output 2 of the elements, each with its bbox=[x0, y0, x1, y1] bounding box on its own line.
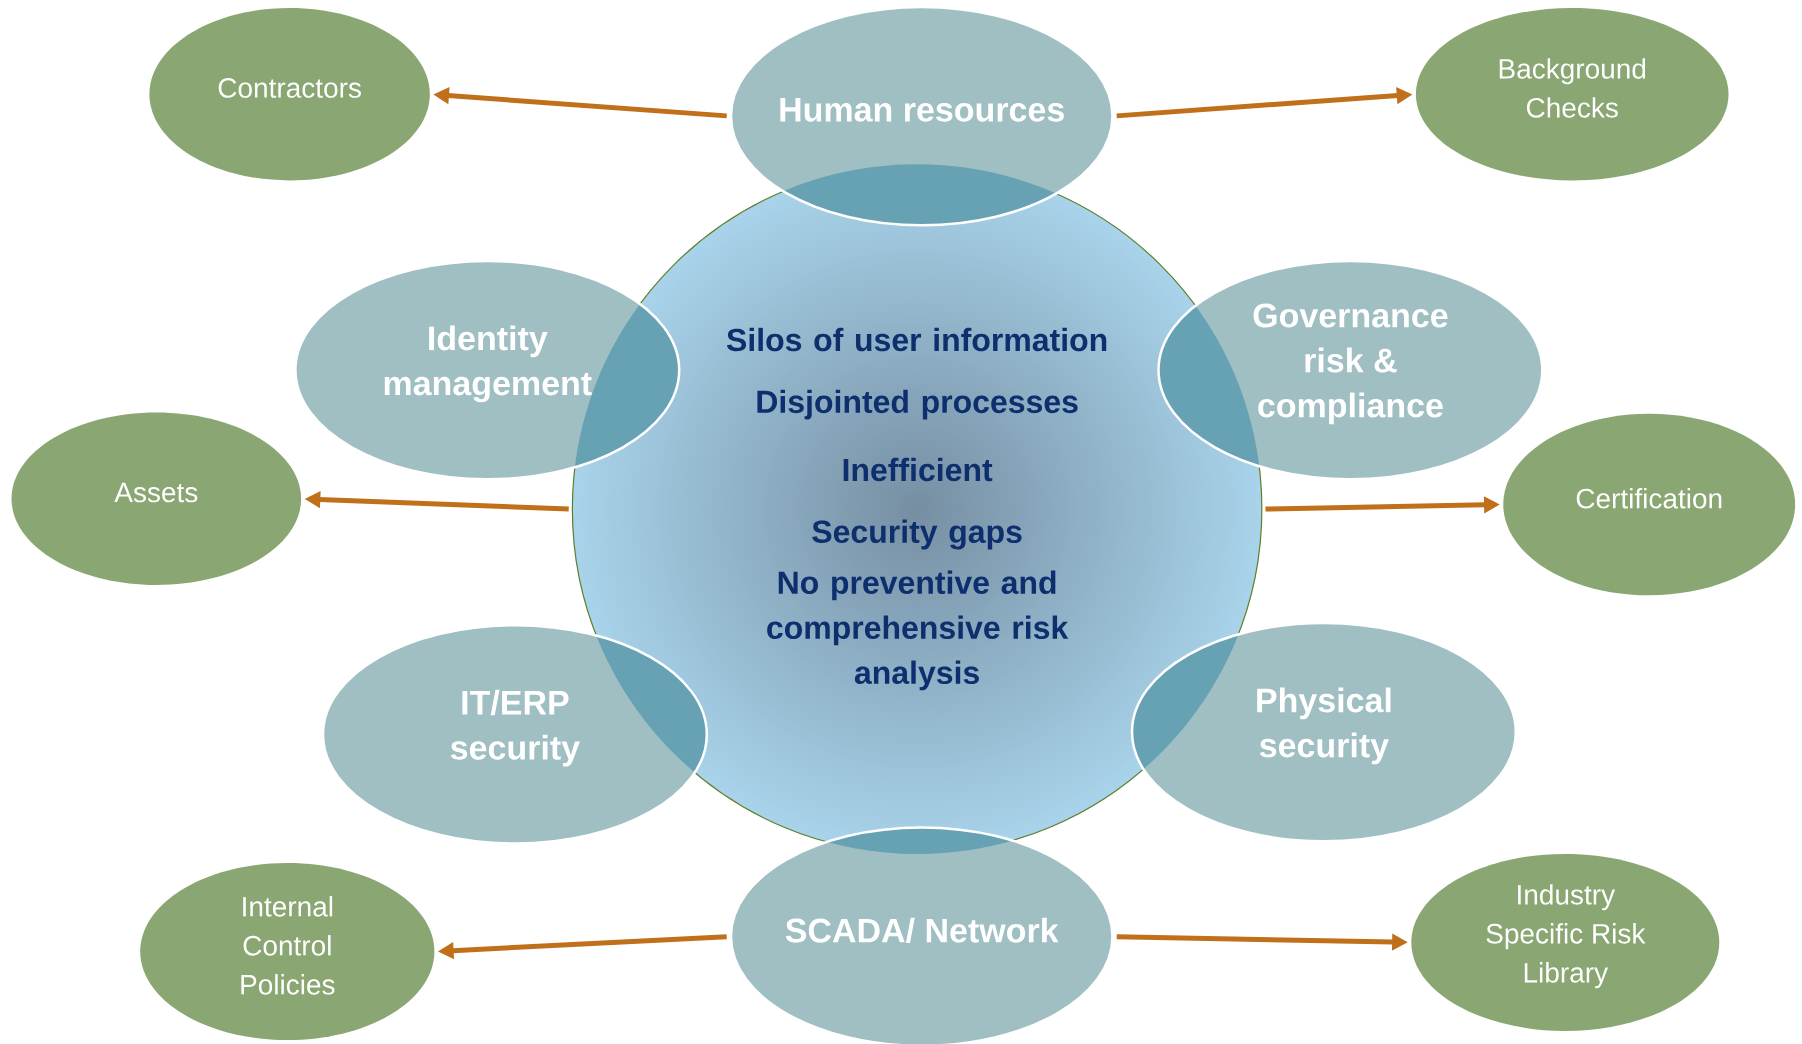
node-label: SCADA/ Network bbox=[785, 917, 1059, 944]
node-label: Human resources bbox=[780, 98, 1064, 122]
